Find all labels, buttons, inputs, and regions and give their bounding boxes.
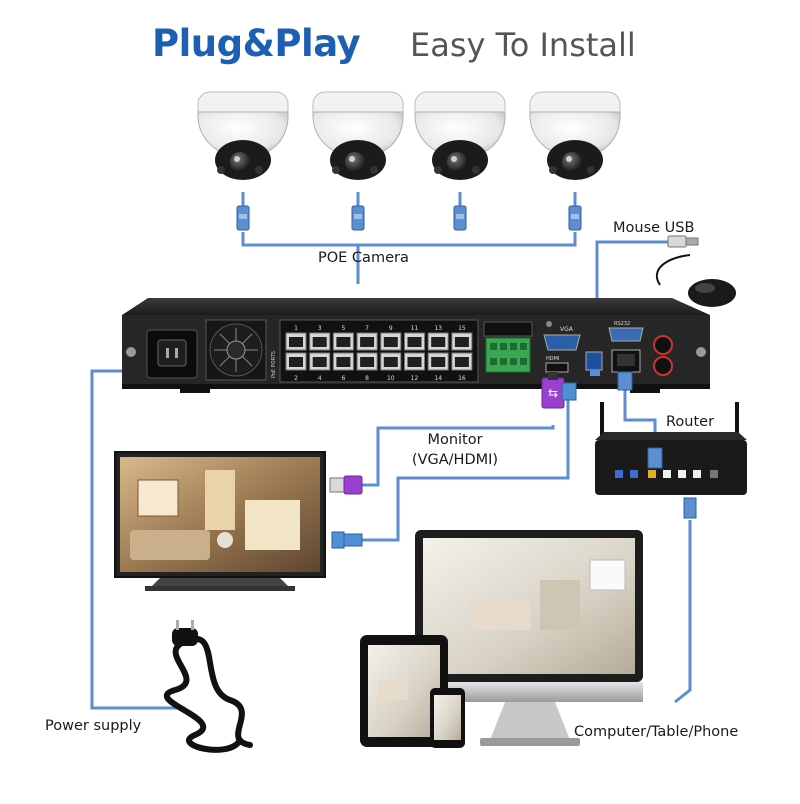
poe-port bbox=[427, 352, 449, 371]
port-numbers-bottom: 2 4 6 8 10 12 14 16 bbox=[294, 375, 466, 382]
port-number: 12 bbox=[411, 375, 419, 382]
hdmi-plug-icon: ⇆ bbox=[541, 372, 565, 409]
rj45-connector-icon bbox=[236, 192, 250, 231]
tv-vga-plug-icon bbox=[331, 531, 363, 549]
title-brand: Plug&Play bbox=[152, 22, 361, 65]
rj45-connector-icon bbox=[351, 192, 365, 231]
monitor-cables bbox=[362, 400, 570, 542]
alarm-terminal-icon bbox=[483, 321, 533, 373]
monitor-label-line2: (VGA/HDMI) bbox=[411, 452, 499, 468]
vga-port-label: VGA bbox=[560, 326, 574, 333]
port-number: 4 bbox=[318, 375, 322, 382]
poe-port bbox=[356, 352, 378, 371]
poe-port bbox=[309, 332, 331, 351]
port-number: 5 bbox=[341, 325, 345, 332]
poe-ports-label: PoE PORTS bbox=[271, 351, 277, 378]
poe-port bbox=[309, 352, 331, 371]
tv-icon bbox=[114, 451, 326, 591]
nvr-usb-plug-icon bbox=[590, 370, 600, 376]
nvr-lan-plug-icon bbox=[617, 371, 633, 391]
dome-camera-icon bbox=[529, 91, 621, 180]
camera-cables bbox=[241, 232, 577, 284]
port-number: 9 bbox=[389, 325, 393, 332]
poe-port bbox=[380, 352, 402, 371]
mouse-usb-label: Mouse USB bbox=[613, 220, 695, 236]
port-number: 2 bbox=[294, 375, 298, 382]
router-icon bbox=[595, 402, 747, 495]
port-number: 7 bbox=[365, 325, 369, 332]
camera-group bbox=[197, 91, 621, 180]
monitor-label-line1: Monitor bbox=[427, 432, 483, 448]
router-label: Router bbox=[666, 414, 715, 430]
rj45-connector-icon bbox=[453, 192, 467, 231]
rs232-port-label: RS232 bbox=[614, 321, 630, 327]
port-number: 15 bbox=[458, 325, 466, 332]
usb-port-icon bbox=[585, 351, 603, 371]
hdmi-port-icon bbox=[545, 362, 569, 373]
poe-port-grid bbox=[285, 332, 473, 371]
poe-port bbox=[380, 332, 402, 351]
poe-camera-label: POE Camera bbox=[318, 250, 409, 266]
dome-camera-icon bbox=[197, 91, 289, 180]
power-supply-label: Power supply bbox=[45, 718, 142, 734]
port-number: 11 bbox=[411, 325, 419, 332]
dome-camera-icon bbox=[414, 91, 506, 180]
poe-port bbox=[404, 352, 425, 371]
poe-port bbox=[332, 332, 354, 351]
poe-port bbox=[332, 352, 354, 371]
usb-plug-icon bbox=[667, 235, 699, 248]
port-number: 8 bbox=[365, 375, 369, 382]
monitor-icon bbox=[415, 530, 643, 746]
router-to-computer-cable bbox=[674, 520, 692, 704]
poe-port bbox=[451, 332, 473, 351]
poe-port bbox=[285, 352, 307, 371]
port-number: 16 bbox=[458, 375, 466, 382]
vga-plug-icon bbox=[561, 382, 577, 401]
rj45-connector-icon bbox=[568, 192, 582, 231]
port-number: 6 bbox=[341, 375, 345, 382]
power-cord-icon bbox=[163, 635, 253, 753]
poe-port bbox=[404, 332, 425, 351]
tv-usb-plug-icon bbox=[329, 475, 363, 495]
power-plug-icon bbox=[172, 620, 198, 646]
poe-port bbox=[356, 332, 378, 351]
mouse-icon bbox=[655, 254, 736, 307]
dome-camera-icon bbox=[312, 91, 404, 180]
rs232-port-icon bbox=[608, 327, 644, 342]
lan-port-icon bbox=[611, 349, 641, 373]
poe-port bbox=[451, 352, 473, 371]
title-subtitle: Easy To Install bbox=[410, 26, 636, 64]
port-number: 3 bbox=[318, 325, 322, 332]
svg-text:⇆: ⇆ bbox=[548, 386, 558, 400]
hdmi-port-label: HDMI bbox=[546, 356, 559, 362]
port-number: 13 bbox=[434, 325, 442, 332]
poe-port bbox=[285, 332, 307, 351]
port-number: 14 bbox=[434, 375, 442, 382]
camera-rj45-group bbox=[236, 192, 582, 231]
port-number: 10 bbox=[387, 375, 395, 382]
vga-port-icon bbox=[543, 321, 581, 351]
devices-label: Computer/Table/Phone bbox=[574, 724, 739, 740]
port-number: 1 bbox=[294, 325, 298, 332]
router-rj45-plug-icon bbox=[647, 447, 697, 519]
tablet-icon bbox=[360, 635, 448, 747]
phone-icon bbox=[430, 688, 465, 748]
audio-port-icon bbox=[653, 335, 673, 376]
poe-port bbox=[427, 332, 449, 351]
